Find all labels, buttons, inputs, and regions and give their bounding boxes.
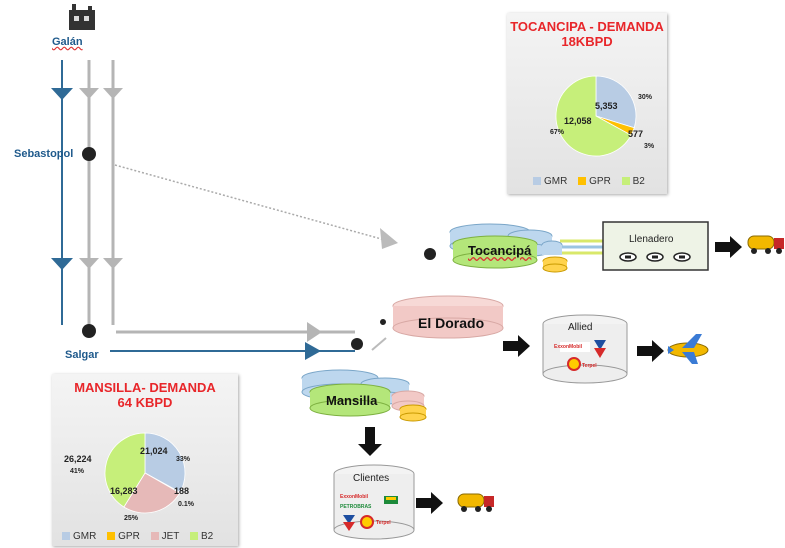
b2-value-label: 26,224 — [64, 454, 92, 464]
b2-pct-label: 67% — [550, 129, 565, 136]
tocancipa-demand-panel: TOCANCIPA - DEMANDA 18KBPD 5,353 12,058 … — [507, 13, 667, 194]
panel-title-line2: 64 KBPD — [117, 395, 173, 410]
legend-swatch-gmr — [533, 177, 541, 186]
salgar-node-icon — [82, 324, 96, 338]
gmr-pct-label: 30% — [638, 94, 653, 101]
exxonmobil-logo-text-2: ExxonMobil — [340, 494, 369, 500]
flow-arrow-icon — [307, 322, 322, 342]
flow-arrow-icon — [103, 88, 123, 99]
chevron-logo-icon — [343, 515, 355, 531]
salgar-label: Salgar — [65, 349, 99, 361]
gmr-value-label: 5,353 — [595, 101, 618, 111]
b2-pct-label: 41% — [70, 468, 85, 475]
tocancipa-pie-chart — [555, 75, 637, 157]
petrobras-logo-text: PETROBRAS — [340, 504, 372, 510]
terpel-logo-text: Terpel — [582, 363, 597, 369]
mansilla-demand-panel: MANSILLA- DEMANDA 64 KBPD 21,024 33% 26,… — [52, 374, 238, 546]
b2-value-label: 12,058 — [564, 116, 592, 126]
panel-title-line1: TOCANCIPA - DEMANDA — [510, 19, 664, 34]
arrow-right-icon — [715, 236, 742, 258]
dotted-pipeline — [114, 164, 386, 241]
arrow-right-icon — [637, 340, 664, 362]
terpel-logo-text-2: Terpel — [376, 520, 391, 526]
petrobras-logo-icon — [384, 496, 398, 504]
shell-logo-icon — [567, 357, 581, 371]
legend-swatch-gmr — [62, 532, 70, 541]
legend-swatch-jet — [150, 532, 159, 541]
branch-line — [371, 337, 387, 351]
sebastopol-label: Sebastopol — [14, 148, 74, 160]
airplane-icon — [667, 334, 709, 364]
gpr-value-label: 577 — [628, 129, 644, 139]
legend-gpr: GPR — [118, 531, 140, 542]
legend-gmr: GMR — [73, 531, 97, 542]
mansilla-legend: GMR GPR JET B2 — [54, 531, 213, 542]
chevron-logo-icon — [594, 340, 606, 358]
valve-node-icon — [424, 248, 436, 260]
shell-logo-icon — [360, 515, 374, 529]
legend-swatch-gpr — [578, 177, 587, 186]
mansilla-tanks — [301, 369, 427, 422]
flow-arrow-icon — [79, 88, 99, 99]
llenadero-box — [602, 221, 709, 271]
tanker-truck-icon — [457, 493, 494, 512]
gmr-pct-label: 33% — [176, 456, 191, 463]
arrow-down-icon — [358, 427, 382, 456]
pie-slice-b2 — [104, 432, 146, 508]
legend-swatch-b2 — [189, 532, 198, 541]
jet-value-label: 16,283 — [110, 486, 138, 496]
flow-arrow-icon — [103, 258, 123, 269]
legend-b2: B2 — [632, 176, 645, 187]
gpr-value-label: 188 — [174, 486, 190, 496]
legend-b2: B2 — [200, 531, 214, 542]
flow-arrow-icon — [51, 88, 73, 100]
llenadero-label: Llenadero — [629, 234, 674, 245]
loading-bay-icons — [619, 252, 691, 262]
galan-label: Galán — [52, 36, 83, 48]
pie-slice-gmr — [595, 75, 637, 129]
panel-title-line2: 18KBPD — [561, 34, 613, 49]
valve-node-icon — [380, 319, 386, 325]
clientes-label: Clientes — [353, 473, 390, 484]
tocancipa-tanks — [449, 223, 568, 273]
exxonmobil-logo-text: ExxonMobil — [554, 344, 583, 350]
sebastopol-node-icon — [82, 147, 96, 161]
panel-title-line1: MANSILLA- DEMANDA — [74, 380, 216, 395]
jet-pct-label: 25% — [124, 515, 139, 522]
tocancipa-label: Tocancipá — [468, 243, 532, 258]
flow-arrow-icon — [51, 258, 73, 270]
pie-slice-jet — [123, 472, 181, 514]
mansilla-pie-chart — [104, 432, 186, 514]
gpr-pct-label: 0.1% — [178, 501, 194, 508]
arrow-right-icon — [503, 335, 530, 357]
allied-tank — [542, 314, 628, 384]
allied-label: Allied — [568, 322, 593, 333]
tocancipa-legend: GMR GPR B2 — [525, 176, 645, 187]
pie-slice-b2 — [555, 75, 632, 157]
gpr-pct-label: 3% — [644, 143, 655, 150]
flow-arrow-icon — [380, 228, 398, 249]
flow-arrow-icon — [305, 342, 321, 360]
arrow-right-icon — [416, 492, 443, 514]
refinery-icon — [69, 4, 95, 30]
flow-arrow-icon — [79, 258, 99, 269]
pie-slice-gmr — [144, 432, 186, 493]
el-dorado-label: El Dorado — [418, 315, 485, 331]
valve-node-icon — [351, 338, 363, 350]
el-dorado-tank — [392, 295, 504, 339]
mansilla-label: Mansilla — [326, 393, 378, 408]
gmr-value-label: 21,024 — [140, 446, 168, 456]
legend-jet: JET — [161, 531, 180, 542]
legend-swatch-b2 — [621, 177, 630, 186]
exxonmobil-logo-icon — [560, 342, 590, 352]
legend-swatch-gpr — [107, 532, 116, 541]
tanker-truck-icon — [747, 235, 784, 254]
legend-gpr: GPR — [589, 176, 611, 187]
legend-gmr: GMR — [544, 176, 568, 187]
